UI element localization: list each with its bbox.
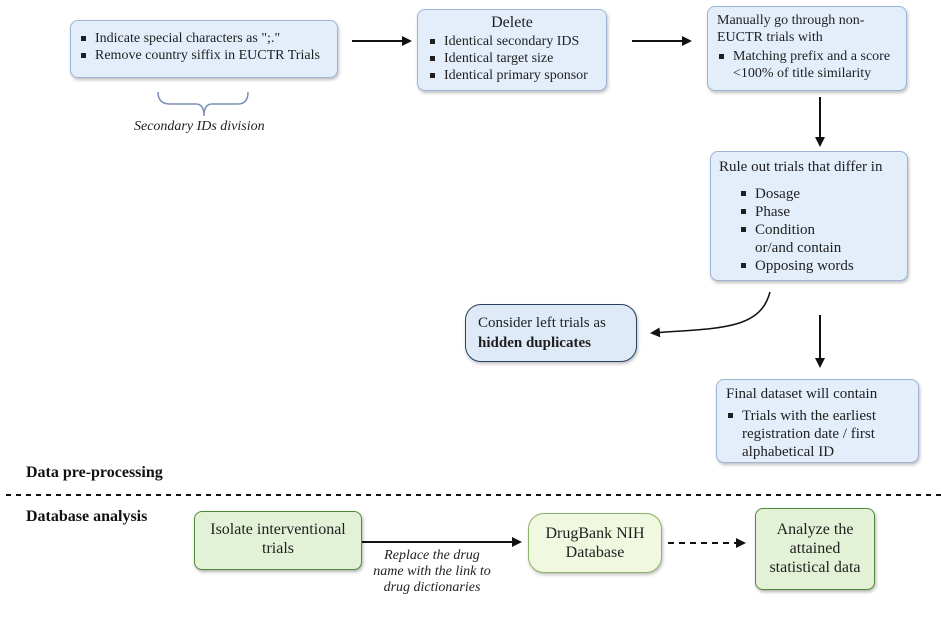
replace-drug-note: Replace the drug name with the link to d… bbox=[373, 548, 491, 595]
hidden-duplicates-box: Consider left trials as hidden duplicate… bbox=[465, 304, 637, 362]
isolate-trials-box: Isolate interventional trials bbox=[194, 511, 362, 570]
delete-item: Identical target size bbox=[428, 50, 596, 67]
hidden-duplicates-bold: hidden duplicates bbox=[478, 335, 591, 351]
final-dataset-box: Final dataset will contain Trials with t… bbox=[716, 379, 919, 463]
rule-out-box: Rule out trials that differ in Dosage Ph… bbox=[710, 151, 908, 281]
delete-item: Identical primary sponsor bbox=[428, 67, 596, 84]
drugbank-box: DrugBank NIH Database bbox=[528, 513, 662, 573]
delete-box: Delete Identical secondary IDS Identical… bbox=[417, 9, 607, 91]
hidden-duplicates-text: Consider left trials as bbox=[478, 315, 606, 331]
rule-out-item: Condition bbox=[739, 221, 899, 239]
rule-out-extra: or/and contain bbox=[739, 239, 899, 257]
rule-out-item: Opposing words bbox=[739, 257, 899, 275]
final-dataset-title: Final dataset will contain bbox=[726, 386, 878, 402]
secondary-ids-label: Secondary IDs division bbox=[134, 119, 265, 134]
drugbank-text: DrugBank NIH Database bbox=[545, 525, 645, 561]
manual-review-box: Manually go through non-EUCTR trials wit… bbox=[707, 6, 907, 91]
analyze-text: Analyze the attained statistical data bbox=[769, 521, 861, 576]
preprocessing-section-label: Data pre-processing bbox=[26, 464, 163, 481]
isolate-trials-text: Isolate interventional trials bbox=[210, 521, 346, 557]
manual-review-title: Manually go through non-EUCTR trials wit… bbox=[717, 13, 865, 45]
remove-suffix-item: Remove country siffix in EUCTR Trials bbox=[79, 47, 329, 64]
delete-title: Delete bbox=[491, 14, 533, 31]
special-characters-box: Indicate special characters as ";." Remo… bbox=[70, 20, 338, 78]
rule-out-item: Phase bbox=[739, 203, 899, 221]
delete-item: Identical secondary IDS bbox=[428, 33, 596, 50]
final-dataset-item: Trials with the earliest registration da… bbox=[726, 407, 909, 461]
rule-out-item: Dosage bbox=[739, 185, 899, 203]
arrow-ruleout-to-hidden bbox=[650, 291, 771, 338]
brace bbox=[157, 91, 249, 117]
rule-out-title: Rule out trials that differ in bbox=[719, 159, 883, 175]
analyze-box: Analyze the attained statistical data bbox=[755, 508, 875, 590]
manual-review-item: Matching prefix and a score <100% of tit… bbox=[717, 48, 897, 82]
rule-out-extra-text: or/and contain bbox=[755, 240, 842, 256]
special-characters-item: Indicate special characters as ";." bbox=[79, 30, 329, 47]
analysis-section-label: Database analysis bbox=[26, 508, 148, 525]
